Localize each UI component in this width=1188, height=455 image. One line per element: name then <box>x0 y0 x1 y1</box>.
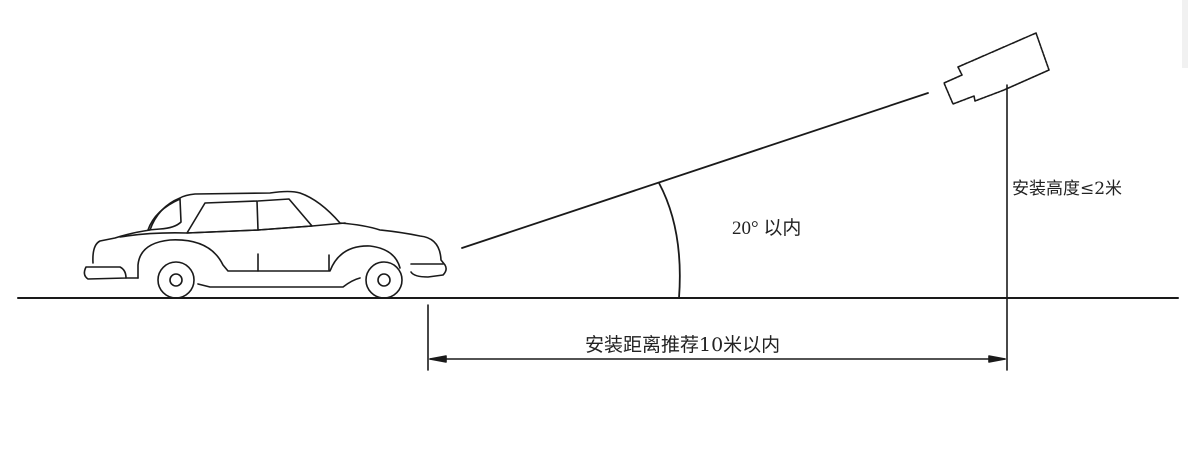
angle-arc <box>658 182 681 299</box>
install-height-label: 安装高度≤2米 <box>1012 179 1123 199</box>
install-distance-label: 安装距离推荐10米以内 <box>585 334 781 356</box>
right-edge-artifact <box>1182 0 1188 68</box>
distance-dimension-arrow <box>427 304 1006 371</box>
camera-sight-line <box>461 92 929 249</box>
car-icon <box>83 190 447 299</box>
angle-limit-label: 20° 以内 <box>732 218 802 239</box>
camera-icon <box>943 32 1050 105</box>
